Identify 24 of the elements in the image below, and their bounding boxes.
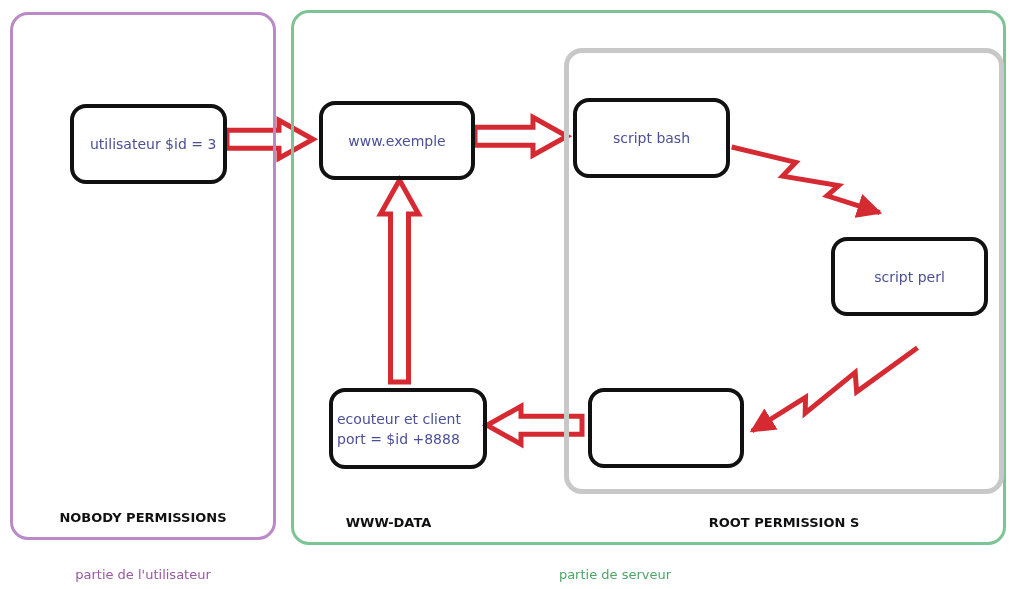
- block-arrow: [481, 402, 585, 449]
- block-arrow: [376, 174, 423, 385]
- lightning-arrow: [731, 144, 883, 218]
- node-label: script perl: [873, 267, 946, 287]
- empty-process-box: [588, 388, 744, 468]
- panel-heading: ROOT PERMISSION S: [707, 515, 861, 530]
- node-label: script bash: [611, 129, 692, 148]
- block-arrow: [224, 116, 319, 163]
- permission-panel: [291, 10, 1006, 545]
- process-box: [329, 388, 487, 469]
- node-label: ecouteur et client port = $id +8888: [336, 409, 462, 449]
- permission-panel: [10, 12, 276, 540]
- node-label: utilisateur $id = 3: [89, 135, 218, 154]
- panel-caption: partie de serveur: [557, 567, 673, 582]
- process-box: [831, 237, 988, 316]
- process-box: [70, 104, 227, 184]
- lightning-arrow: [749, 345, 919, 434]
- node-label: www.exemple: [347, 131, 447, 151]
- panel-caption: partie de l'utilisateur: [74, 567, 212, 582]
- panel-heading: NOBODY PERMISSIONS: [58, 510, 228, 525]
- process-box: [319, 101, 475, 180]
- block-arrow: [472, 113, 573, 160]
- panel-heading: WWW-DATA: [344, 515, 433, 530]
- process-box: [573, 98, 730, 178]
